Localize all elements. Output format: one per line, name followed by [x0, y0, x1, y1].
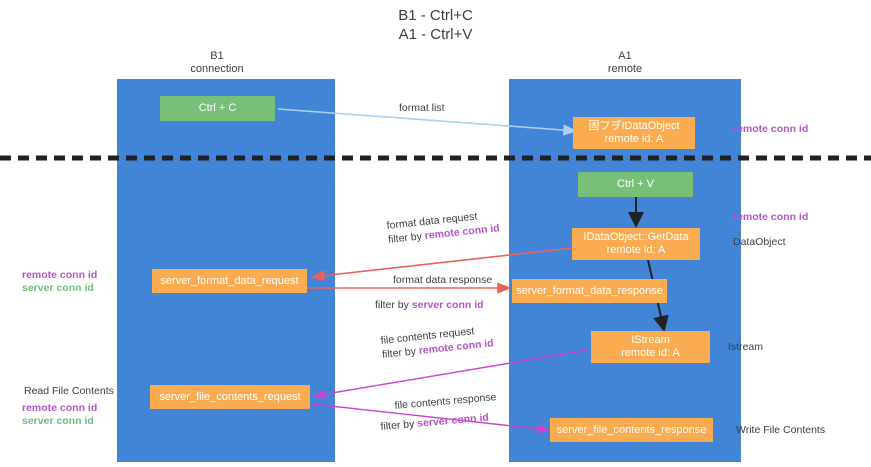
box-ctrl-c-label: Ctrl + C [198, 102, 237, 114]
edge-label-format-data-request: format data request filter by remote con… [386, 207, 500, 247]
edge-label-format-list: format list [399, 102, 445, 114]
box-getdata-line2: remote id: A [606, 244, 666, 256]
box-getdata[interactable]: IDataObject::GetData remote id: A [572, 228, 700, 260]
column-header-a1: A1 remote [525, 50, 725, 76]
label-read-file-contents: Read File Contents [24, 385, 114, 397]
box-ctrl-c[interactable]: Ctrl + C [160, 96, 275, 121]
box-server-file-contents-response-label: server_file_contents_response [556, 423, 707, 436]
box-server-file-contents-request[interactable]: server_file_contents_request [150, 385, 310, 409]
box-server-format-data-response-label: server_format_data_response [516, 284, 663, 297]
edge-key-server-conn-id-2: server conn id [416, 411, 490, 430]
box-istream-line1: IStream [631, 334, 670, 346]
edge-key-server-conn-id: server conn id [411, 299, 484, 311]
label-remote-conn-id-mid: remote conn id [733, 211, 809, 223]
label-dataobject: DataObject [733, 236, 786, 248]
box-ctrl-v-label: Ctrl + V [617, 178, 654, 190]
edge-label-file-contents-response-filter: filter by server conn id [380, 411, 490, 433]
label-remote-conn-id-top: remote conn id [733, 123, 809, 135]
box-idataobject-line2: remote id: A [604, 133, 664, 145]
edge-label-format-data-response: format data response [393, 273, 492, 287]
box-server-format-data-request-label: server_format_data_request [160, 274, 299, 287]
box-idataobject-line1: 固フヺIDataObject [588, 120, 680, 132]
box-ctrl-v[interactable]: Ctrl + V [578, 172, 693, 197]
edge-label-format-data-response-line1: format data response [393, 274, 493, 286]
label-istream: Istream [728, 341, 764, 353]
edge-label-format-data-response-filter: filter by server conn id [375, 299, 484, 311]
title-line-1: B1 - Ctrl+C [398, 7, 473, 24]
column-header-a1-sub: remote [607, 63, 643, 75]
label-write-file-contents: Write File Contents [736, 424, 826, 436]
box-istream-line2: remote id: A [621, 347, 680, 359]
box-server-file-contents-response[interactable]: server_file_contents_response [550, 418, 713, 442]
column-header-b1-name: B1 [210, 50, 224, 62]
title-line-2: A1 - Ctrl+V [398, 26, 473, 43]
box-server-file-contents-request-label: server_file_contents_request [159, 390, 301, 403]
edge-label-file-contents-response: file contents response [394, 390, 497, 413]
box-istream[interactable]: IStream remote id: A [591, 331, 710, 363]
label-left-remote-conn-id-2: remote conn id [22, 402, 98, 414]
page-title: B1 - Ctrl+C A1 - Ctrl+V [0, 6, 871, 44]
edge-label-file-contents-response-line1: file contents response [394, 391, 497, 412]
column-header-b1: B1 connection [117, 50, 317, 76]
column-header-b1-sub: connection [190, 63, 244, 75]
box-getdata-line1: IDataObject::GetData [583, 231, 689, 243]
label-left-remote-conn-id: remote conn id [22, 269, 98, 281]
column-header-a1-name: A1 [618, 50, 632, 62]
box-idataobject[interactable]: 固フヺIDataObject remote id: A [573, 117, 695, 149]
label-left-server-conn-id-2: server conn id [22, 415, 94, 427]
box-server-format-data-request[interactable]: server_format_data_request [152, 269, 307, 293]
label-left-server-conn-id: server conn id [22, 282, 94, 294]
box-server-format-data-response[interactable]: server_format_data_response [512, 279, 667, 303]
edge-label-file-contents-request: file contents request filter by remote c… [380, 322, 494, 362]
